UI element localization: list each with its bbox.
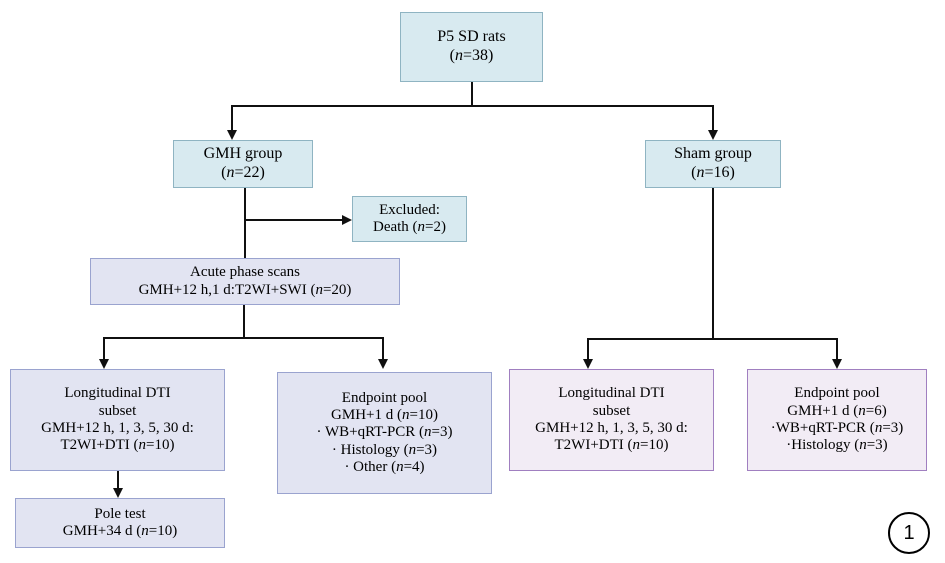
- node-gmh-endpoint-line-5: · Other (n=4): [344, 459, 425, 476]
- arrowhead-to-sham-endpoint: [832, 359, 842, 369]
- node-gmh-endpoint-line-1: Endpoint pool: [341, 389, 428, 406]
- node-sham-endpoint-line-3: ·WB+qRT-PCR (n=3): [770, 420, 904, 436]
- connector-to-gmh: [231, 105, 233, 132]
- node-gmh-endpoint-line-2: GMH+1 d (n=10): [331, 406, 438, 423]
- node-excluded-line-1: Excluded:: [379, 201, 440, 218]
- connector-to-sham: [712, 105, 714, 132]
- node-gmh-longitudinal-line-1: Longitudinal DTI: [64, 385, 171, 402]
- node-sham-endpoint-line-2: GMH+1 d (n=6): [787, 402, 887, 419]
- node-gmh-longitudinal-line-4: T2WI+DTI (n=10): [60, 437, 175, 454]
- node-sham-group-line-2: (n=16): [691, 164, 735, 181]
- connector-acute-split: [104, 337, 384, 339]
- node-excluded[interactable]: Excluded: Death (n=2): [352, 196, 467, 242]
- arrowhead-to-gmh-longitudinal: [99, 359, 109, 369]
- node-sham-group-line-1: Sham group: [674, 145, 752, 163]
- figure-number-label: 1: [903, 521, 915, 544]
- node-gmh-endpoint[interactable]: Endpoint pool GMH+1 d (n=10) · WB+qRT-PC…: [277, 372, 492, 494]
- arrowhead-to-pole-test: [113, 488, 123, 498]
- arrowhead-to-sham-longitudinal: [583, 359, 593, 369]
- connector-to-sham-longitudinal: [587, 338, 589, 361]
- connector-to-gmh-endpoint: [382, 337, 384, 361]
- connector-sham-stem: [712, 188, 714, 340]
- node-gmh-endpoint-line-3: · WB+qRT-PCR (n=3): [316, 424, 453, 441]
- arrowhead-to-sham: [708, 130, 718, 140]
- node-excluded-line-2: Death (n=2): [372, 219, 447, 235]
- arrowhead-to-gmh: [227, 130, 237, 140]
- node-gmh-longitudinal[interactable]: Longitudinal DTI subset GMH+12 h, 1, 3, …: [10, 369, 225, 471]
- node-sham-longitudinal[interactable]: Longitudinal DTI subset GMH+12 h, 1, 3, …: [509, 369, 714, 471]
- node-pole-test-line-1: Pole test: [94, 505, 146, 522]
- connector-root-split: [232, 105, 713, 107]
- node-sham-group[interactable]: Sham group (n=16): [645, 140, 781, 188]
- connector-to-gmh-longitudinal: [103, 337, 105, 361]
- node-sham-endpoint-line-1: Endpoint pool: [794, 385, 880, 402]
- connector-acute-down: [243, 305, 245, 339]
- node-sham-endpoint-line-4: ·Histology (n=3): [786, 437, 888, 454]
- node-gmh-group-line-2: (n=22): [221, 164, 265, 181]
- node-gmh-group[interactable]: GMH group (n=22): [173, 140, 313, 188]
- node-gmh-longitudinal-line-3: GMH+12 h, 1, 3, 5, 30 d:: [41, 420, 194, 436]
- connector-root-down: [471, 82, 473, 107]
- node-sham-endpoint[interactable]: Endpoint pool GMH+1 d (n=6) ·WB+qRT-PCR …: [747, 369, 927, 471]
- node-gmh-longitudinal-line-2: subset: [98, 402, 137, 419]
- node-gmh-group-line-1: GMH group: [203, 145, 283, 163]
- node-sham-longitudinal-line-4: T2WI+DTI (n=10): [554, 437, 669, 454]
- arrowhead-to-gmh-endpoint: [378, 359, 388, 369]
- node-root-line-2: (n=38): [449, 47, 494, 64]
- node-sham-longitudinal-line-3: GMH+12 h, 1, 3, 5, 30 d:: [535, 420, 688, 436]
- connector-to-excluded: [245, 219, 343, 221]
- node-acute-phase[interactable]: Acute phase scans GMH+12 h,1 d:T2WI+SWI …: [90, 258, 400, 305]
- node-sham-longitudinal-line-2: subset: [592, 402, 631, 419]
- node-root[interactable]: P5 SD rats (n=38): [400, 12, 543, 82]
- node-acute-phase-line-1: Acute phase scans: [190, 264, 300, 281]
- node-root-line-1: P5 SD rats: [437, 28, 506, 46]
- connector-gmh-stem: [244, 188, 246, 258]
- connector-to-sham-endpoint: [836, 338, 838, 361]
- node-pole-test[interactable]: Pole test GMH+34 d (n=10): [15, 498, 225, 548]
- connector-sham-split: [588, 338, 838, 340]
- node-pole-test-line-2: GMH+34 d (n=10): [62, 523, 178, 539]
- node-sham-longitudinal-line-1: Longitudinal DTI: [558, 385, 665, 402]
- arrowhead-to-excluded: [342, 215, 352, 225]
- figure-number-marker: 1: [888, 512, 930, 554]
- connector-to-pole-test: [117, 471, 119, 491]
- node-gmh-endpoint-line-4: · Histology (n=3): [331, 441, 438, 458]
- node-acute-phase-line-2: GMH+12 h,1 d:T2WI+SWI (n=20): [138, 281, 352, 298]
